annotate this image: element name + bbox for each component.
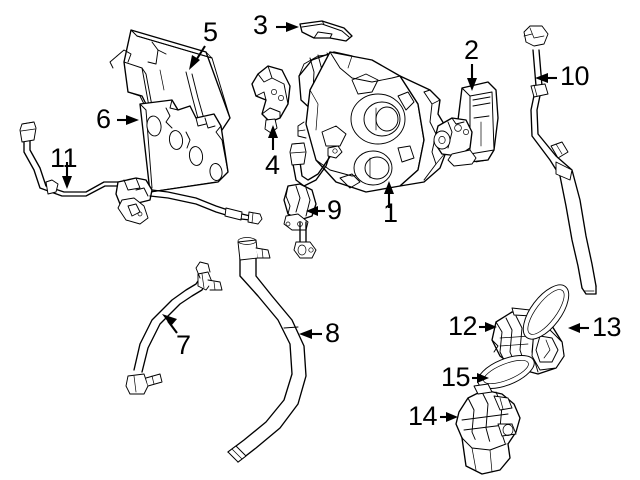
callout-label-4[interactable]: 4 [265,150,280,180]
callout-label-3[interactable]: 3 [253,10,268,40]
callout-label-13[interactable]: 13 [592,312,622,342]
callout-leaders [62,22,589,422]
callout-label-12[interactable]: 12 [448,311,478,341]
callout-label-11[interactable]: 11 [50,143,78,173]
callout-label-15[interactable]: 15 [441,362,471,392]
callout-label-9[interactable]: 9 [327,195,342,225]
part-14-oil-filter-housing-lower[interactable] [455,383,521,475]
part-9-oil-return-pipe[interactable] [283,142,343,259]
part-2-electric-actuator[interactable] [433,81,499,167]
part-11-vacuum-line-assembly[interactable] [19,121,263,225]
callout-label-7[interactable]: 7 [176,330,191,360]
callout-label-2[interactable]: 2 [464,35,479,65]
part-8-large-coolant-hose[interactable] [227,237,307,463]
callout-label-14[interactable]: 14 [408,401,438,431]
callout-label-10[interactable]: 10 [560,61,590,91]
callout-label-6[interactable]: 6 [96,104,111,134]
part-3-heat-shield-strip[interactable] [299,20,353,42]
callout-label-1[interactable]: 1 [383,198,398,228]
part-10-oil-feed-line[interactable] [523,25,597,295]
part-6-lower-heat-shield[interactable] [139,99,229,193]
part-13-upper-seal-ring[interactable] [515,277,577,346]
part-4-mounting-bracket[interactable] [251,65,291,134]
part-7-small-coolant-line[interactable] [125,261,223,395]
part-15-lower-seal-ring[interactable] [473,349,538,396]
callout-label-5[interactable]: 5 [203,17,218,47]
callout-label-8[interactable]: 8 [325,318,340,348]
